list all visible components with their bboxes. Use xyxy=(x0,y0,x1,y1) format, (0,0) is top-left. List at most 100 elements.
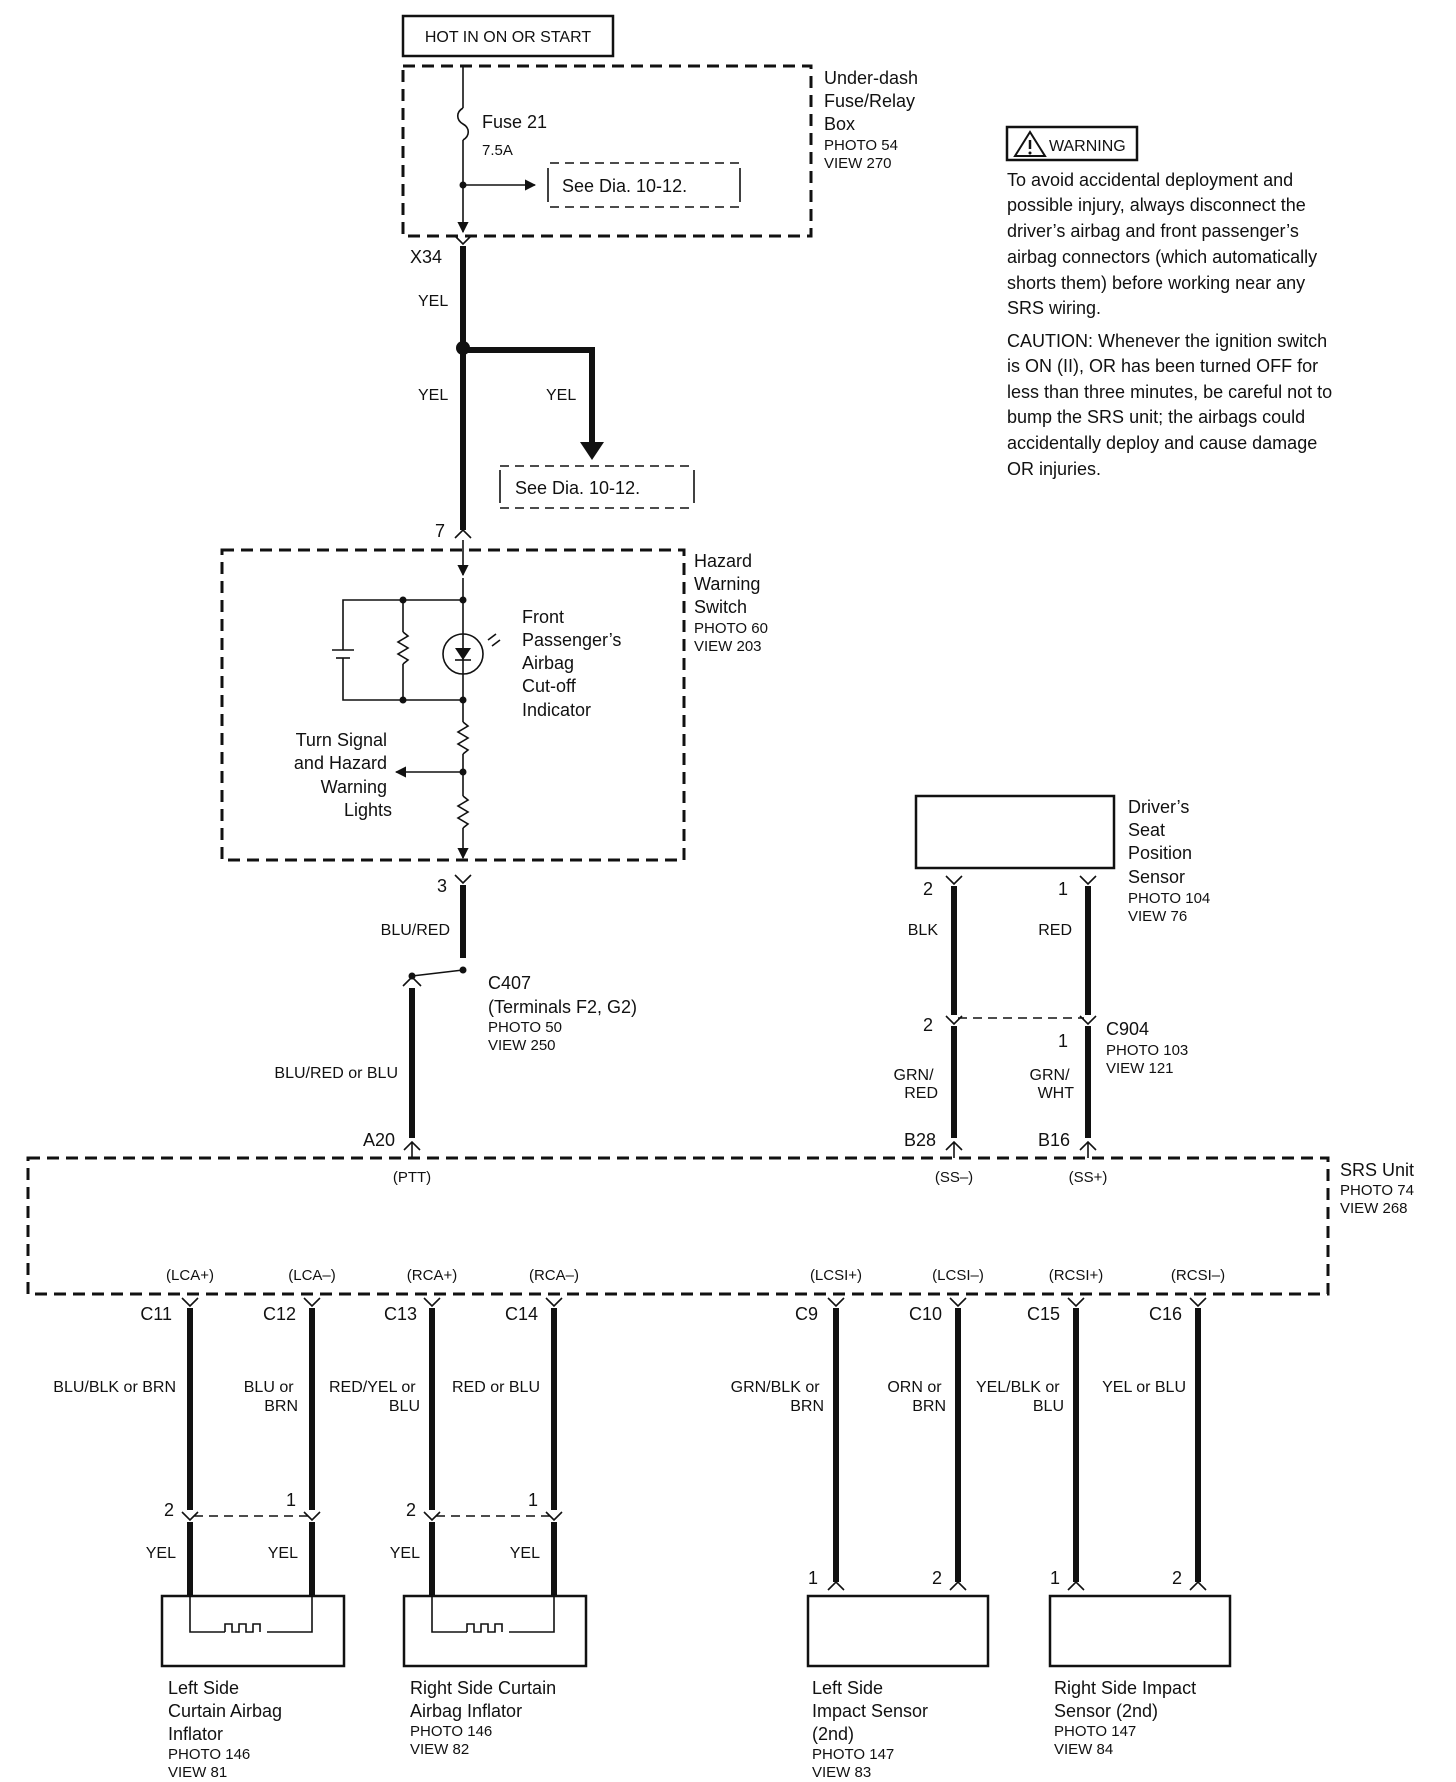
srs-unit-view: VIEW 268 xyxy=(1340,1200,1408,1217)
svg-text:1: 1 xyxy=(1050,1568,1060,1588)
svg-text:PHOTO 146: PHOTO 146 xyxy=(410,1723,492,1740)
hazard-warning-switch: Hazard Warning Switch PHOTO 60 VIEW 203 … xyxy=(220,540,768,862)
right-side-impact-sensor: Right Side Impact Sensor (2nd) PHOTO 147… xyxy=(1048,1594,1232,1758)
left-curtain-airbag-inflator: Left Side Curtain Airbag Inflator PHOTO … xyxy=(160,1594,346,1781)
connector-c904: 2 1 C904 PHOTO 103 VIEW 121 xyxy=(923,1015,1188,1077)
wire-red: RED xyxy=(1038,922,1072,939)
svg-text:YEL: YEL xyxy=(390,1545,420,1562)
svg-text:C14: C14 xyxy=(505,1304,538,1324)
shunt-resistor xyxy=(396,631,410,665)
seat-sensor-name: Driver’s Seat Position Sensor xyxy=(1128,797,1197,887)
svg-text:2: 2 xyxy=(164,1500,174,1520)
svg-text:PHOTO 146: PHOTO 146 xyxy=(168,1746,250,1763)
hazard-switch-name: Hazard Warning Switch xyxy=(694,551,765,617)
caution-text: CAUTION: Whenever the ignition switch is… xyxy=(1007,331,1337,479)
c407-photo: PHOTO 50 xyxy=(488,1019,562,1036)
srs-unit-name: SRS Unit xyxy=(1340,1160,1414,1180)
srs-bottom-terminals: (LCA+) (LCA–) (RCA+) (RCA–) (LCSI+) (LCS… xyxy=(166,1267,1225,1284)
hazard-pin-3: 3 xyxy=(437,876,447,896)
wire-yel-2: YEL xyxy=(418,387,448,404)
svg-text:PHOTO 147: PHOTO 147 xyxy=(1054,1723,1136,1740)
svg-text:C13: C13 xyxy=(384,1304,417,1324)
wire-blu-red-or-blu: BLU/RED or BLU xyxy=(274,1065,398,1082)
c904-view: VIEW 121 xyxy=(1106,1060,1174,1077)
svg-text:ORN or BRN: ORN or BRN xyxy=(887,1379,946,1415)
seat-sensor-pin-1: 1 xyxy=(1058,879,1068,899)
svg-text:VIEW 83: VIEW 83 xyxy=(812,1764,871,1781)
hazard-switch-photo: PHOTO 60 xyxy=(694,620,768,637)
c904-pin-1: 1 xyxy=(1058,1031,1068,1051)
power-source: HOT IN ON OR START xyxy=(401,14,615,58)
svg-text:VIEW 84: VIEW 84 xyxy=(1054,1741,1113,1758)
svg-text:1: 1 xyxy=(528,1490,538,1510)
c904-pin-2: 2 xyxy=(923,1015,933,1035)
fuse-box-photo: PHOTO 54 xyxy=(824,137,898,154)
wire-yel-1: YEL xyxy=(418,293,448,310)
c904-name: C904 xyxy=(1106,1019,1149,1039)
fuse-symbol xyxy=(456,107,470,141)
right-impact-name: Right Side Impact Sensor (2nd) xyxy=(1054,1678,1201,1721)
svg-text:C9: C9 xyxy=(795,1304,818,1324)
airbag-cutoff-indicator-lamp xyxy=(442,633,501,675)
svg-text:YEL: YEL xyxy=(268,1545,298,1562)
c407-name: C407 xyxy=(488,973,531,993)
seat-sensor-photo: PHOTO 104 xyxy=(1128,890,1210,907)
warning-text: To avoid accidental deployment and possi… xyxy=(1007,170,1322,318)
fuse-box-view: VIEW 270 xyxy=(824,155,892,172)
left-curtain-name: Left Side Curtain Airbag Inflator xyxy=(168,1678,287,1744)
srs-pin-b16: B16 xyxy=(1038,1130,1070,1150)
fuse-name: Fuse 21 xyxy=(482,112,547,132)
wire-yel-3: YEL xyxy=(546,387,576,404)
wire-grn-wht: GRN/ WHT xyxy=(1030,1067,1075,1102)
srs-terminal-ss-plus: (SS+) xyxy=(1069,1169,1108,1186)
svg-text:(RCSI–): (RCSI–) xyxy=(1171,1267,1225,1284)
svg-text:BLU/BLK or BRN: BLU/BLK or BRN xyxy=(53,1379,176,1396)
svg-text:YEL or BLU: YEL or BLU xyxy=(1102,1379,1186,1396)
svg-text:2: 2 xyxy=(932,1568,942,1588)
svg-text:YEL: YEL xyxy=(510,1545,540,1562)
srs-pin-a20: A20 xyxy=(363,1130,395,1150)
connector-x34: X34 xyxy=(410,247,442,267)
warning-triangle-icon xyxy=(1013,130,1047,157)
right-curtain-airbag-inflator: Right Side Curtain Airbag Inflator PHOTO… xyxy=(402,1594,588,1758)
impact-sensor-pins: 1 2 1 2 xyxy=(808,1568,1207,1591)
seat-position-sensor: Driver’s Seat Position Sensor PHOTO 104 … xyxy=(914,794,1210,925)
svg-text:RED or BLU: RED or BLU xyxy=(452,1379,540,1396)
hazard-pin-7: 7 xyxy=(435,521,445,541)
see-reference-1: See Dia. 10-12. xyxy=(547,162,741,208)
svg-text:VIEW 82: VIEW 82 xyxy=(410,1741,469,1758)
see-reference-2-text: See Dia. 10-12. xyxy=(515,478,640,498)
svg-text:C11: C11 xyxy=(140,1304,172,1324)
svg-text:YEL/BLK or BLU: YEL/BLK or BLU xyxy=(976,1379,1064,1415)
svg-text:GRN/BLK or BRN: GRN/BLK or BRN xyxy=(731,1379,824,1415)
srs-terminal-ptt: (PTT) xyxy=(393,1169,431,1186)
warning-note: WARNING To avoid accidental deployment a… xyxy=(1005,125,1337,479)
svg-text:RED/YEL or BLU: RED/YEL or BLU xyxy=(329,1379,420,1415)
bottom-wire-labels: BLU/BLK or BRN BLU or BRN RED/YEL or BLU… xyxy=(53,1379,1186,1415)
svg-text:C10: C10 xyxy=(909,1304,942,1324)
left-side-impact-sensor: Left Side Impact Sensor (2nd) PHOTO 147 … xyxy=(806,1594,990,1781)
wire-blu-red: BLU/RED xyxy=(381,922,450,939)
inflator-connectors: 2 1 2 1 xyxy=(164,1490,563,1522)
svg-text:(RCA–): (RCA–) xyxy=(529,1267,579,1284)
fuse-rating: 7.5A xyxy=(482,142,513,159)
svg-text:VIEW 81: VIEW 81 xyxy=(168,1764,227,1781)
srs-pin-b28: B28 xyxy=(904,1130,936,1150)
bottom-wires xyxy=(181,1297,1207,1582)
svg-text:BLU or BRN: BLU or BRN xyxy=(244,1379,298,1415)
svg-text:(RCSI+): (RCSI+) xyxy=(1049,1267,1104,1284)
inflator-wire-labels: YEL YEL YEL YEL xyxy=(146,1545,540,1562)
see-reference-2: See Dia. 10-12. xyxy=(499,465,695,509)
srs-terminal-ss-minus: (SS–) xyxy=(935,1169,973,1186)
svg-text:C15: C15 xyxy=(1027,1304,1060,1324)
power-label: HOT IN ON OR START xyxy=(425,29,591,46)
left-impact-name: Left Side Impact Sensor (2nd) xyxy=(812,1678,933,1744)
indicator-name: Front Passenger’s Airbag Cut-off Indicat… xyxy=(522,607,626,720)
svg-text:1: 1 xyxy=(286,1490,296,1510)
svg-text:2: 2 xyxy=(1172,1568,1182,1588)
c904-photo: PHOTO 103 xyxy=(1106,1042,1188,1059)
wire-grn-red: GRN/ RED xyxy=(894,1067,938,1102)
fuse-box-name: Under-dash Fuse/Relay Box xyxy=(824,68,923,134)
svg-text:(LCA+): (LCA+) xyxy=(166,1267,214,1284)
